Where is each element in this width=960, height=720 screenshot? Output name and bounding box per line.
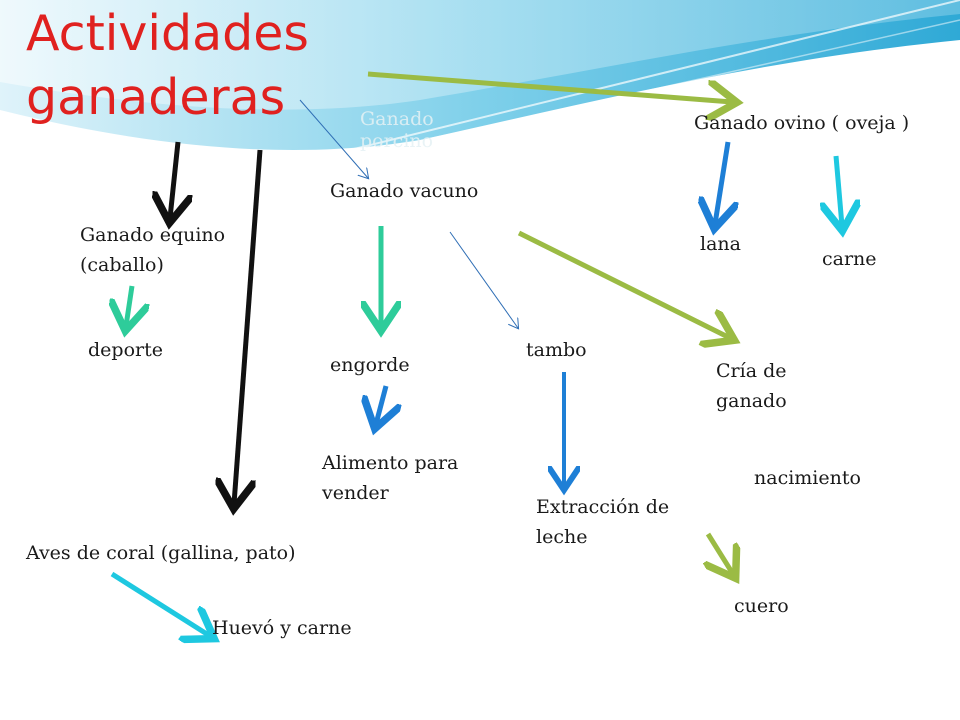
- node-huevo-y-carne: Huevó y carne: [212, 617, 352, 639]
- node-lana: lana: [700, 233, 741, 255]
- arrow-vacuno-to-cria: [517, 230, 730, 338]
- node-ganado-equino: Ganado equino (caballo): [80, 224, 226, 276]
- node-nacimiento: nacimiento: [754, 467, 861, 489]
- arrow-ovino-to-carne: [836, 155, 842, 226]
- arrow-title-to-ovino: [367, 71, 732, 102]
- arrow-title-to-vacuno: [299, 99, 368, 178]
- node-cria-de-ganado: Cría de ganado: [716, 360, 787, 412]
- arrow-title-to-equino: [170, 141, 178, 218]
- arrow-equino-to-deporte: [126, 285, 132, 326]
- arrow-title-to-aves: [234, 149, 263, 504]
- ghost-label-porcino: Ganado porcino: [360, 108, 434, 152]
- node-alimento-para-vender: Alimento para vender: [322, 452, 459, 504]
- node-deporte: deporte: [88, 339, 163, 361]
- node-carne: carne: [822, 248, 877, 270]
- arrow-extraccion-to-cuero: [708, 532, 733, 574]
- node-ganado-ovino: Ganado ovino ( oveja ): [694, 112, 910, 134]
- node-cuero: cuero: [734, 595, 789, 617]
- node-tambo: tambo: [526, 339, 587, 361]
- node-engorde: engorde: [330, 354, 410, 376]
- slide-title: Actividades ganaderas: [26, 5, 309, 126]
- arrow-aves-to-huevo: [110, 571, 210, 636]
- arrow-engorde-to-alimento: [376, 385, 386, 424]
- arrow-vacuno-to-tambo: [449, 231, 518, 328]
- node-extraccion-de-leche: Extracción de leche: [536, 496, 670, 548]
- arrow-ovino-to-lana: [715, 141, 728, 224]
- node-ganado-vacuno: Ganado vacuno: [330, 180, 479, 202]
- node-aves-de-coral: Aves de coral (gallina, pato): [26, 542, 296, 564]
